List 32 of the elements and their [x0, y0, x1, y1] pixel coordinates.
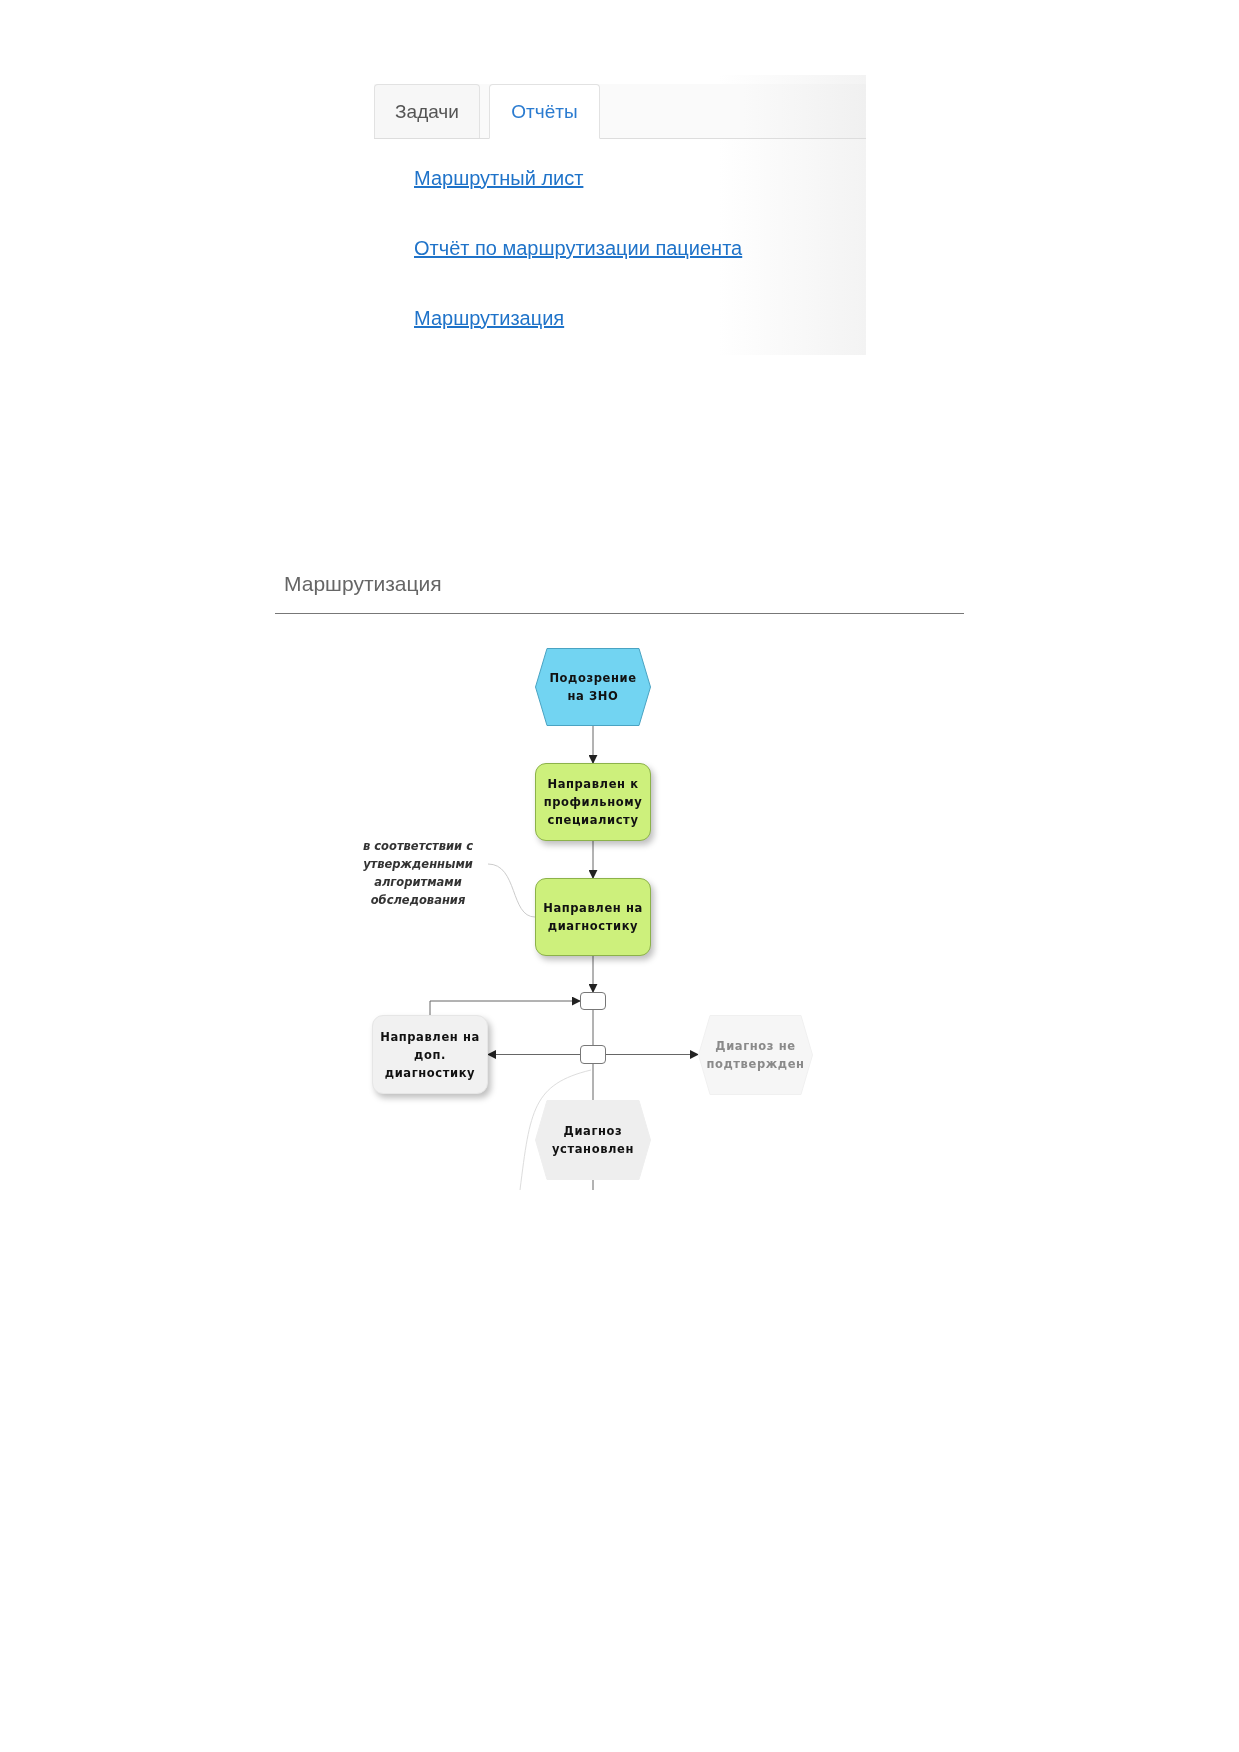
node-label: Направлен к профильному специалисту [542, 776, 644, 829]
annotation-text: в соответствии с утвержденными алгоритмами обследования [362, 838, 474, 909]
connector-line [592, 1009, 594, 1046]
node-label: Подозрение на ЗНО [548, 670, 638, 705]
report-link: Отчёт по маршрутизации пациента [414, 237, 743, 260]
leader-line [487, 863, 536, 918]
line [592, 1179, 594, 1191]
arrow [605, 1050, 699, 1059]
node-label: Направлен на диагностику [542, 900, 644, 935]
junction-box [580, 992, 606, 1010]
arrow [588, 725, 598, 764]
section-heading: Маршрутизация [284, 572, 442, 596]
arrow [588, 840, 598, 879]
report-link: Маршрутизация [414, 307, 565, 330]
arrow [588, 955, 598, 993]
junction-box [580, 1045, 606, 1064]
node-label: Диагноз не подтвержден [705, 1038, 806, 1073]
node-label: Направлен на доп. диагностику [379, 1028, 481, 1082]
arrow [487, 1050, 581, 1059]
event-hexagon [535, 1100, 651, 1180]
process-box [535, 878, 651, 956]
tab: Отчёты [489, 84, 600, 139]
process-box [535, 763, 651, 841]
node-label: Диагноз установлен [551, 1123, 635, 1158]
connector-line [592, 1063, 594, 1101]
arrow [429, 996, 581, 1016]
line [519, 1069, 592, 1191]
process-box [372, 1015, 488, 1094]
report-link: Маршрутный лист [414, 167, 584, 190]
event-hexagon [698, 1015, 813, 1095]
event-hexagon [535, 648, 651, 726]
tab: Задачи [374, 84, 480, 138]
